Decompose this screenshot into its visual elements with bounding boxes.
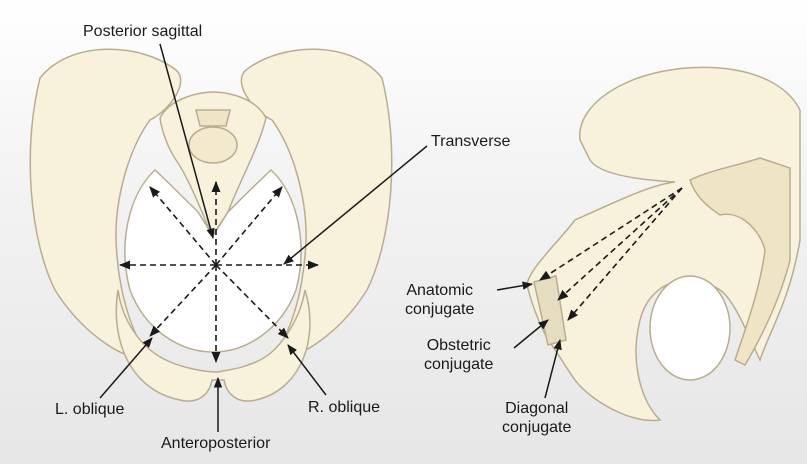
label-r-oblique: R. oblique xyxy=(308,398,380,417)
label-l-oblique: L. oblique xyxy=(55,400,124,419)
obturator-foramen xyxy=(650,276,730,380)
label-anatomic-conjugate: Anatomic conjugate xyxy=(405,281,474,319)
label-transverse: Transverse xyxy=(431,132,510,151)
vertebral-body xyxy=(189,127,237,163)
label-anteroposterior: Anteroposterior xyxy=(161,434,270,453)
label-obstetric-conjugate: Obstetric conjugate xyxy=(424,336,493,374)
side-pelvis xyxy=(527,67,800,420)
label-posterior-sagittal: Posterior sagittal xyxy=(83,22,202,41)
label-diagonal-conjugate: Diagonal conjugate xyxy=(502,399,571,437)
